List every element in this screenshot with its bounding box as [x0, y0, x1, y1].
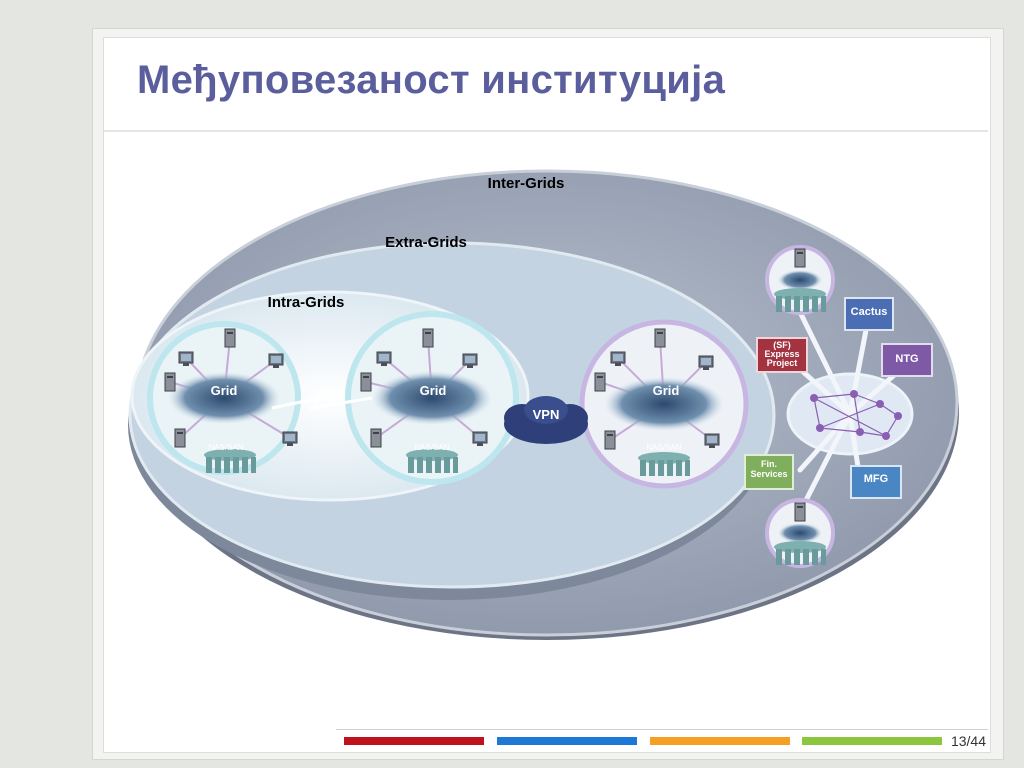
- sf-express-box: (SF) Express Project: [756, 337, 808, 373]
- fin-label-line1: Fin.: [761, 459, 777, 469]
- storage-3-label: NAS/SAN: [646, 443, 681, 452]
- footer-bar-red: [344, 737, 484, 745]
- sf-label-line1: (SF): [773, 340, 791, 350]
- sf-label-line2: Express: [764, 349, 799, 359]
- remote-grid-top: [765, 245, 835, 315]
- grid-3-label: Grid: [653, 383, 680, 398]
- ntg-box: NTG: [881, 343, 933, 377]
- cactus-label: Cactus: [851, 306, 888, 318]
- grid-2-label: Grid: [420, 383, 447, 398]
- fin-services-box: Fin. Services: [744, 454, 794, 490]
- grid-link-lightning: [271, 395, 373, 411]
- grid-node-3: [579, 319, 749, 489]
- inter-grids-label: Inter-Grids: [488, 175, 565, 192]
- slide-title: Међуповезаност институција: [137, 58, 726, 102]
- page-number: 13/44: [950, 733, 986, 749]
- grid-node-1: [147, 321, 301, 475]
- vpn-label: VPN: [533, 407, 560, 422]
- ntg-label: NTG: [895, 353, 918, 365]
- mfg-box: MFG: [850, 465, 902, 499]
- storage-2-label: NAS/SAN: [414, 443, 449, 452]
- mfg-label: MFG: [864, 473, 888, 485]
- footer-bar-green: [802, 737, 942, 745]
- vpn-cloud: [504, 396, 588, 444]
- grid-node-2: [345, 311, 519, 485]
- intra-grids-label: Intra-Grids: [268, 294, 345, 311]
- sf-label-line3: Project: [767, 358, 798, 368]
- extra-grids-label: Extra-Grids: [385, 234, 467, 251]
- cactus-box: Cactus: [844, 297, 894, 331]
- footer-divider: [336, 729, 988, 730]
- footer-bar-orange: [650, 737, 790, 745]
- remote-grid-bottom: [765, 498, 835, 568]
- storage-1-label: NAS/SAN: [208, 443, 243, 452]
- fin-label-line2: Services: [750, 469, 787, 479]
- title-divider: [104, 130, 988, 132]
- footer-bar-blue: [497, 737, 637, 745]
- grid-1-label: Grid: [211, 383, 238, 398]
